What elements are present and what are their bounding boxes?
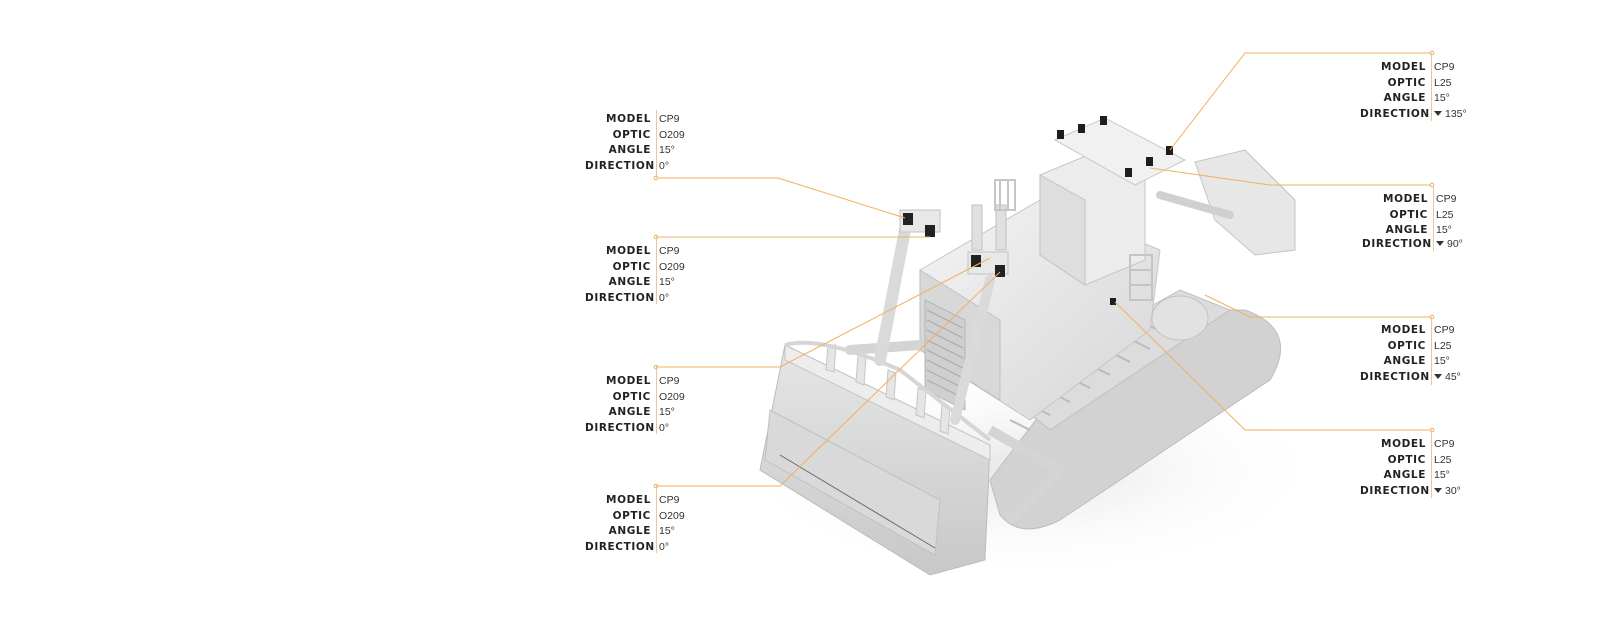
label-direction: DIRECTION xyxy=(1360,370,1430,383)
camera-spec-callout-right-1: MODEL CP9 OPTIC L25 ANGLE 15° DIRECTION 135° xyxy=(1360,53,1467,123)
camera-spec-callout-left-4: MODEL CP9 OPTIC O209 ANGLE 15° DIRECTION 0° xyxy=(585,485,685,555)
value-direction-wrap: 30° xyxy=(1426,484,1461,500)
direction-arrow-icon xyxy=(1434,373,1442,379)
front-blade xyxy=(759,340,992,576)
value-angle: 15° xyxy=(1436,224,1452,237)
label-angle: ANGLE xyxy=(1385,224,1428,237)
camera-spec-callout-right-4: MODEL CP9 OPTIC L25 ANGLE 15° DIRECTION 30° xyxy=(1360,430,1461,500)
value-direction: 135° xyxy=(1445,107,1467,120)
callout-rule xyxy=(656,366,657,434)
value-angle: 15° xyxy=(1434,92,1450,105)
label-optic: OPTIC xyxy=(1387,76,1426,89)
label-angle: ANGLE xyxy=(1383,469,1426,482)
value-direction: 0° xyxy=(659,540,670,553)
camera-spec-callout-left-1: MODEL CP9 OPTIC O209 ANGLE 15° DIRECTION 0° xyxy=(585,110,685,178)
label-angle: ANGLE xyxy=(1383,92,1426,105)
bulldozer-body xyxy=(919,117,1187,421)
value-model: CP9 xyxy=(1436,193,1457,205)
camera-spec-callout-left-3: MODEL CP9 OPTIC O209 ANGLE 15° DIRECTION 0° xyxy=(585,366,685,436)
value-direction: 30° xyxy=(1445,484,1461,497)
value-angle: 15° xyxy=(659,525,675,538)
camera-mount-left-upper xyxy=(899,209,941,237)
callout-rule xyxy=(1431,317,1432,385)
value-optic: L25 xyxy=(1436,208,1454,221)
value-model: CP9 xyxy=(1434,61,1455,73)
value-model: CP9 xyxy=(659,245,680,257)
value-optic: L25 xyxy=(1434,453,1452,466)
leader-lines-right xyxy=(1114,52,1432,431)
label-model: MODEL xyxy=(1381,324,1426,336)
camera-spec-callout-left-2: MODEL CP9 OPTIC O209 ANGLE 15° DIRECTION 0° xyxy=(585,236,685,306)
label-direction: DIRECTION xyxy=(1360,484,1430,497)
camera-spec-callout-right-2: MODEL CP9 OPTIC L25 ANGLE 15° DIRECTION 90° xyxy=(1362,185,1463,253)
leader-lines-left xyxy=(656,177,1001,487)
rear-ripper xyxy=(1156,149,1296,256)
value-optic: O209 xyxy=(659,390,685,403)
value-model: CP9 xyxy=(1434,324,1455,336)
value-angle: 15° xyxy=(659,406,675,419)
value-direction-wrap: 90° xyxy=(1428,237,1463,253)
value-direction-wrap: 45° xyxy=(1426,370,1461,386)
value-direction: 0° xyxy=(659,159,670,172)
label-model: MODEL xyxy=(1381,61,1426,73)
label-direction: DIRECTION xyxy=(1362,237,1432,250)
value-model: CP9 xyxy=(659,113,680,125)
value-optic: O209 xyxy=(659,260,685,273)
value-direction: 0° xyxy=(659,291,670,304)
label-angle: ANGLE xyxy=(608,406,651,419)
label-direction: DIRECTION xyxy=(585,421,655,434)
direction-arrow-icon xyxy=(1434,487,1442,493)
value-optic: L25 xyxy=(1434,76,1452,89)
direction-arrow-icon xyxy=(1434,110,1442,116)
label-model: MODEL xyxy=(1383,193,1428,205)
label-model: MODEL xyxy=(606,113,651,125)
label-angle: ANGLE xyxy=(608,276,651,289)
callout-rule xyxy=(656,485,657,553)
value-direction-wrap: 135° xyxy=(1426,107,1467,123)
value-model: CP9 xyxy=(1434,438,1455,450)
value-angle: 15° xyxy=(1434,355,1450,368)
label-angle: ANGLE xyxy=(608,144,651,157)
label-optic: OPTIC xyxy=(1387,339,1426,352)
label-angle: ANGLE xyxy=(608,525,651,538)
label-direction: DIRECTION xyxy=(585,159,655,172)
radiator-grille xyxy=(924,299,966,411)
direction-arrow-icon xyxy=(1436,240,1444,246)
value-optic: O209 xyxy=(659,509,685,522)
callout-rule xyxy=(1431,53,1432,121)
value-direction: 0° xyxy=(659,421,670,434)
camera-mount-left-lower xyxy=(967,251,1009,277)
label-angle: ANGLE xyxy=(1383,355,1426,368)
value-angle: 15° xyxy=(659,144,675,157)
callout-rule xyxy=(1433,185,1434,251)
label-model: MODEL xyxy=(606,375,651,387)
label-model: MODEL xyxy=(606,494,651,506)
callout-rule xyxy=(656,236,657,304)
label-optic: OPTIC xyxy=(1389,208,1428,221)
label-direction: DIRECTION xyxy=(585,291,655,304)
value-optic: L25 xyxy=(1434,339,1452,352)
callout-rule xyxy=(1431,430,1432,498)
label-optic: OPTIC xyxy=(1387,453,1426,466)
callout-rule xyxy=(656,110,657,178)
value-model: CP9 xyxy=(659,494,680,506)
label-optic: OPTIC xyxy=(612,509,651,522)
canopy-cameras xyxy=(1057,116,1173,305)
value-angle: 15° xyxy=(659,276,675,289)
value-direction: 45° xyxy=(1445,370,1461,383)
label-optic: OPTIC xyxy=(612,260,651,273)
value-model: CP9 xyxy=(659,375,680,387)
value-direction: 90° xyxy=(1447,237,1463,250)
label-direction: DIRECTION xyxy=(585,540,655,553)
value-angle: 15° xyxy=(1434,469,1450,482)
label-model: MODEL xyxy=(1381,438,1426,450)
value-optic: O209 xyxy=(659,128,685,141)
label-optic: OPTIC xyxy=(612,128,651,141)
label-direction: DIRECTION xyxy=(1360,107,1430,120)
label-optic: OPTIC xyxy=(612,390,651,403)
camera-spec-callout-right-3: MODEL CP9 OPTIC L25 ANGLE 15° DIRECTION 45° xyxy=(1360,317,1461,386)
label-model: MODEL xyxy=(606,245,651,257)
